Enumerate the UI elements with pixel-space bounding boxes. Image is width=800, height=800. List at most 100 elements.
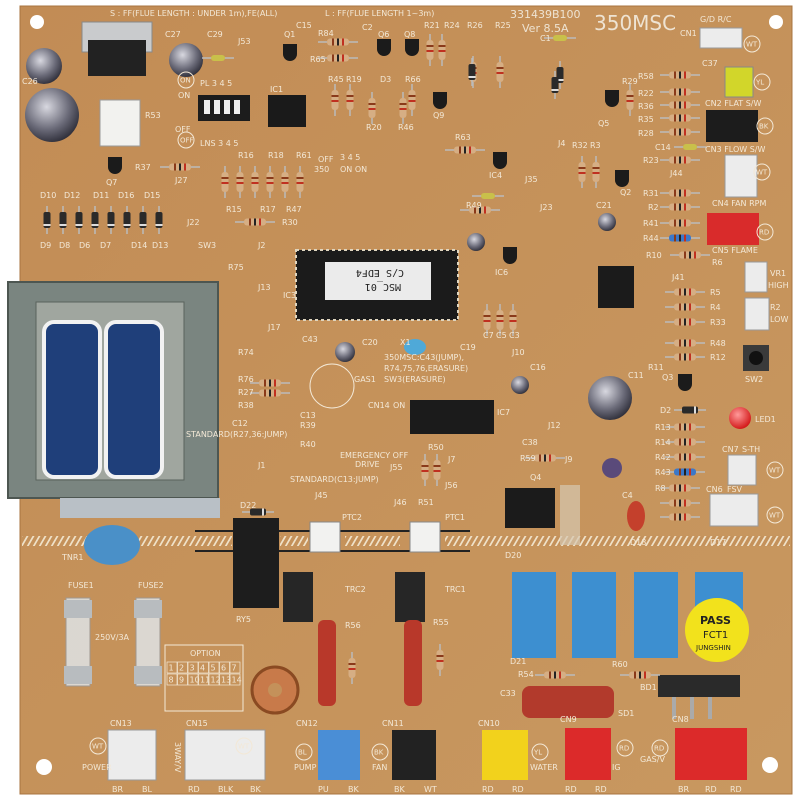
silk-label: Q1 [284, 30, 295, 39]
connector-cn12-pump [318, 730, 360, 780]
silk-label: CN4 FAN RPM [712, 199, 766, 208]
crystal-oscillator [404, 339, 426, 355]
silk-label: R41 [643, 219, 659, 228]
resistor [660, 203, 700, 211]
resistor [426, 34, 434, 66]
option-number: 8 [169, 676, 174, 685]
resistor [660, 71, 700, 79]
silk-label: R28 [638, 129, 654, 138]
silk-label: J27 [174, 176, 188, 185]
silk-label: PTC1 [445, 513, 465, 522]
option-number: 14 [232, 676, 242, 685]
option-cell [166, 661, 178, 674]
silk-label: R49 [466, 201, 482, 210]
silk-label: TNR1 [61, 553, 84, 562]
silk-label: C26 [22, 77, 38, 86]
wire-color-tag-text: WT [769, 467, 781, 475]
wire-color-tag: RD [651, 739, 669, 757]
silk-label: R10 [646, 251, 662, 260]
option-cell [208, 661, 220, 674]
silk-label: R24 [444, 21, 460, 30]
connector-cn4-fan-rpm [724, 154, 758, 198]
option-number: 4 [200, 664, 205, 673]
silk-label: J1 [257, 461, 265, 470]
electrolytic-capacitor [26, 48, 62, 84]
silk-label: HIGH [768, 281, 789, 290]
silk-label: RD [595, 785, 607, 794]
silk-label: VR1 [770, 269, 786, 278]
silk-label: LOW [770, 315, 788, 324]
silk-note-table-off: OFF [318, 155, 334, 164]
resistor [250, 379, 290, 387]
silk-label: J7 [447, 455, 455, 464]
transistor [493, 152, 507, 169]
resistor [399, 92, 407, 124]
resistor [670, 251, 710, 259]
silk-label: C20 [362, 338, 378, 347]
silk-label: PUMP [294, 763, 317, 772]
wire-color-tag-text: BL [298, 749, 307, 757]
silk-label: R45 [328, 75, 344, 84]
resistor [281, 166, 289, 198]
option-number: 9 [179, 676, 184, 685]
wire-color-tag: WT [743, 35, 761, 53]
electrolytic-capacitor [335, 342, 355, 362]
silk-label: CN8 [672, 715, 689, 724]
silk-label: R16 [238, 151, 254, 160]
diode [59, 206, 67, 234]
q4-regulator [505, 488, 555, 528]
silk-label: R23 [643, 156, 659, 165]
option-cell [198, 661, 209, 674]
wire-color-tag: BK [371, 743, 389, 761]
silk-label: R2 [648, 203, 659, 212]
silk-note-emergency: EMERGENCY OFF [340, 451, 409, 460]
wire-color-tag-text: WT [756, 169, 768, 177]
resistor [660, 88, 700, 96]
silk-label: D20 [505, 551, 521, 560]
diode [242, 508, 274, 516]
silk-label: RD [188, 785, 200, 794]
wire-color-tag-text: WT [769, 512, 781, 520]
resistor [535, 671, 575, 679]
silk-label: D21 [510, 657, 526, 666]
option-cell [166, 673, 178, 686]
silk-label: CN11 [382, 719, 404, 728]
option-number: 3 [190, 664, 195, 673]
variable-resistor-low [744, 297, 770, 331]
silk-label: IG [612, 763, 621, 772]
silk-label: BK [348, 785, 359, 794]
silk-note-standard-c13: STANDARD(C13:JUMP) [290, 475, 379, 484]
diode [155, 206, 163, 234]
wire-color-tag: ON [177, 71, 195, 89]
silk-label: SW3 [198, 241, 216, 250]
option-cell [187, 661, 199, 674]
resistor [592, 156, 600, 188]
silk-label: Q3 [662, 373, 673, 382]
diode [551, 71, 559, 99]
option-cell [219, 661, 230, 674]
silk-label: R84 [318, 29, 334, 38]
silk-label: R65 [310, 55, 326, 64]
resistor [408, 84, 416, 116]
wire-color-tag-text: ON [180, 77, 191, 85]
transistor [108, 157, 122, 174]
silk-label: RD [512, 785, 524, 794]
electrolytic-capacitor [602, 458, 622, 478]
resistor [221, 166, 229, 198]
transistor [377, 39, 391, 56]
electrolytic-capacitor [169, 43, 203, 77]
silk-label: FUSE2 [138, 581, 164, 590]
option-cell [208, 673, 220, 686]
wire-color-tag: RD [616, 739, 634, 757]
gas-valve-circle [309, 363, 355, 409]
silk-note-table-350: 350 [314, 165, 329, 174]
silk-label: R12 [710, 353, 726, 362]
silk-label: J4 [557, 139, 565, 148]
silk-label: D6 [79, 241, 90, 250]
resistor [346, 84, 354, 116]
resistor [660, 128, 700, 136]
wire-color-tag-text: WT [238, 743, 250, 751]
option-cell [187, 673, 199, 686]
silk-label: R54 [518, 670, 534, 679]
resistor [578, 156, 586, 188]
